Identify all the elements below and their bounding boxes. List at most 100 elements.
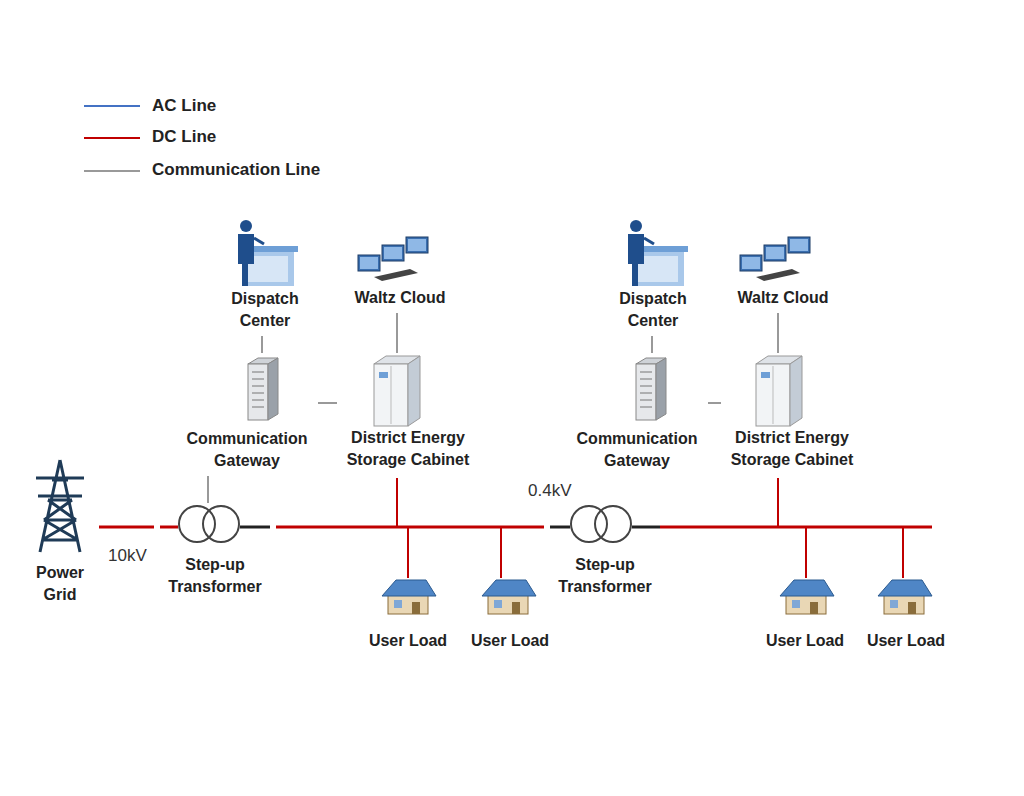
node-label: District Energy Storage Cabinet xyxy=(721,427,863,471)
communication-line xyxy=(261,336,263,353)
communication-line xyxy=(318,402,337,404)
monitor-icon xyxy=(408,239,426,251)
user-load: User Load xyxy=(459,575,561,656)
gateway-icon xyxy=(640,393,652,394)
gateway-icon xyxy=(252,379,264,380)
transformer: Step-up Transformer xyxy=(154,503,276,602)
power-tower xyxy=(36,460,84,552)
gateway-icon xyxy=(636,364,656,420)
house-icon xyxy=(786,594,826,614)
dc-bus xyxy=(160,526,178,529)
house-icon xyxy=(494,600,502,608)
dispatch-icon xyxy=(254,238,264,244)
communication-line xyxy=(396,313,398,353)
house-icon xyxy=(412,602,420,614)
communication-line xyxy=(207,476,209,503)
legend-text: DC Line xyxy=(152,127,216,147)
gateway-icon xyxy=(640,372,652,373)
legend-text: Communication Line xyxy=(152,160,320,180)
node-label: Dispatch Center xyxy=(604,288,702,332)
dc-bus xyxy=(550,526,570,529)
communication-line xyxy=(777,313,779,353)
node-label: District Energy Storage Cabinet xyxy=(337,427,479,471)
dispatch-center: Dispatch Center xyxy=(216,216,314,336)
gateway-icon xyxy=(252,400,264,401)
storage-cabinet-icon xyxy=(374,364,408,426)
monitor-icon xyxy=(358,237,810,281)
monitor-icon xyxy=(374,269,418,281)
storage-cabinet-icon xyxy=(790,356,802,426)
house-icon xyxy=(884,594,924,614)
house-icon xyxy=(780,580,834,596)
storage-cabinet-icon xyxy=(761,372,770,378)
user-load: User Load xyxy=(754,575,856,656)
dc-bus xyxy=(777,478,779,527)
house-icon xyxy=(482,580,536,596)
legend-samples xyxy=(84,137,140,139)
storage-cabinet-icon xyxy=(374,356,802,426)
dispatch-icon xyxy=(238,234,254,286)
monitor-icon xyxy=(358,255,380,271)
dispatch-icon xyxy=(238,220,688,286)
dispatch-icon xyxy=(630,220,642,232)
dc-bus xyxy=(902,527,904,578)
monitor-icon xyxy=(766,247,784,259)
node-label: Waltz Cloud xyxy=(725,287,841,309)
storage-cabinet-icon xyxy=(773,366,774,424)
legend-samples xyxy=(84,105,140,107)
transformer-symbol xyxy=(595,506,631,542)
monitor-icon xyxy=(756,269,800,281)
monitor-icon xyxy=(742,257,760,269)
voltage-label: 10kV xyxy=(108,546,147,566)
storage-cabinet-icon xyxy=(756,364,790,426)
dc-bus xyxy=(632,526,660,529)
dc-bus xyxy=(240,526,270,529)
node-label: Power Grid xyxy=(21,562,99,606)
gateway-icon xyxy=(640,400,652,401)
communication-line xyxy=(651,336,653,353)
gateway-icon xyxy=(252,372,264,373)
gateway-icon xyxy=(640,379,652,380)
gateway-box: Communication Gateway xyxy=(566,353,708,476)
monitor-icon xyxy=(382,245,404,261)
dc-bus xyxy=(660,526,932,529)
house-icon xyxy=(878,580,932,596)
gateway-icon xyxy=(656,358,666,420)
node-label: Dispatch Center xyxy=(216,288,314,332)
house-icon xyxy=(810,602,818,614)
node-label: Step-up Transformer xyxy=(154,554,276,598)
monitor-icon xyxy=(740,255,762,271)
cloud-platform: Waltz Cloud xyxy=(725,232,841,313)
house-icon xyxy=(388,594,428,614)
dispatch-icon xyxy=(240,220,252,232)
legend-text: AC Line xyxy=(152,96,216,116)
node-label: User Load xyxy=(855,630,957,652)
monitor-icon xyxy=(764,245,786,261)
monitor-icon xyxy=(788,237,810,253)
user-load: User Load xyxy=(357,575,459,656)
dispatch-center: Dispatch Center xyxy=(604,216,702,336)
power-tower xyxy=(36,460,84,552)
node-label: User Load xyxy=(459,630,561,652)
gateway-icon xyxy=(640,407,652,408)
dc-line xyxy=(99,526,154,529)
storage-cabinet-icon xyxy=(391,366,392,424)
cloud-platform: Waltz Cloud xyxy=(342,232,458,313)
dc-bus xyxy=(160,478,932,578)
dc-bus xyxy=(396,478,398,527)
node-label: Waltz Cloud xyxy=(342,287,458,309)
node-label: Communication Gateway xyxy=(176,428,318,472)
transformer-symbol xyxy=(571,506,607,542)
gateway-icon xyxy=(268,358,278,420)
transformer-symbol xyxy=(179,506,631,542)
power-grid: Power Grid xyxy=(21,456,99,610)
transformer: Step-up Transformer xyxy=(544,503,666,602)
dispatch-icon xyxy=(628,234,644,286)
node-label: Communication Gateway xyxy=(566,428,708,472)
house-icon xyxy=(908,602,916,614)
transformer-symbol xyxy=(203,506,239,542)
monitor-icon xyxy=(790,239,808,251)
house-icon xyxy=(382,580,932,614)
